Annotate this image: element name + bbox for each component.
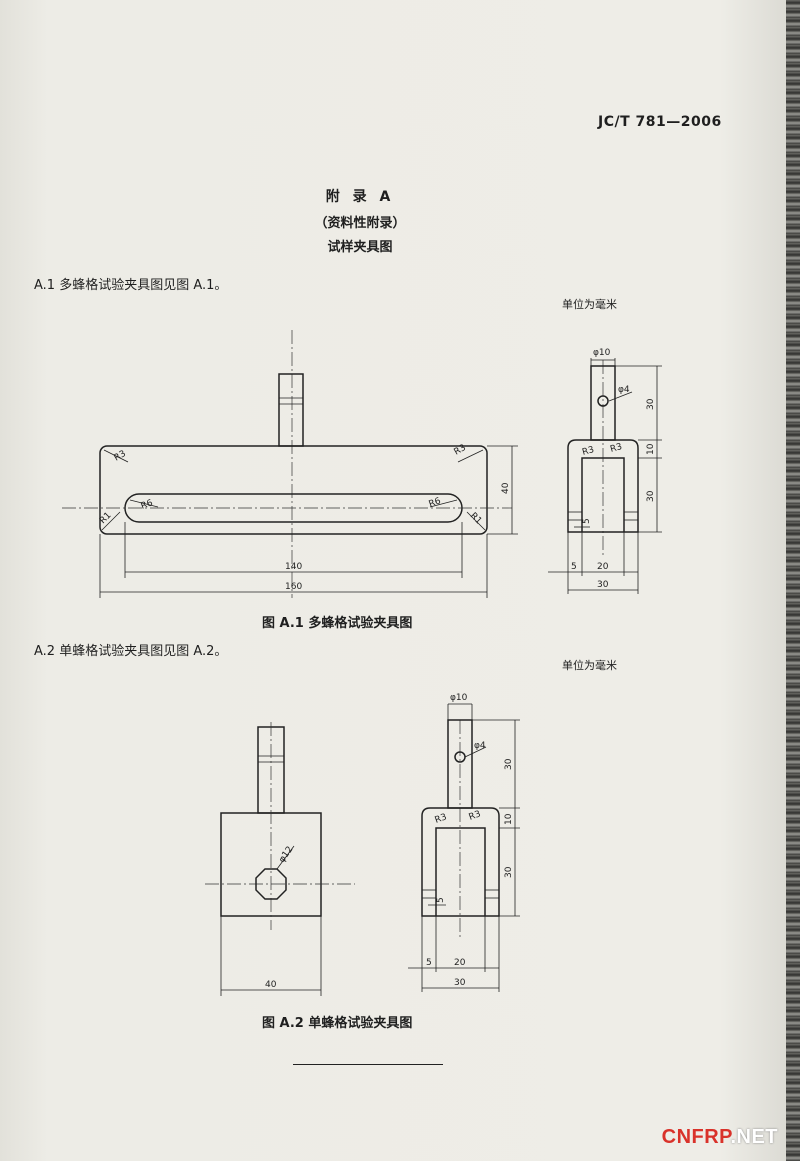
fig-a1-side-r3-right: R3 [609, 442, 623, 455]
fig-a2-side-dim-30-bottom: 30 [504, 866, 514, 878]
fig-a1-side-view: φ10 φ4 R3 R3 30 10 30 5 5 20 30 [548, 348, 662, 594]
fig-a1-dim-40: 40 [501, 482, 511, 494]
unit-note-a2: 单位为毫米 [562, 659, 617, 672]
fig-a1-side-dim-30-top: 30 [646, 398, 656, 410]
fig-a1-side-dim-5: 5 [571, 562, 577, 572]
section-a1-text: A.1 多蜂格试验夹具图见图 A.1。 [34, 278, 228, 293]
appendix-subtitle: （资料性附录） [314, 216, 406, 231]
figure-a2-caption: 图 A.2 单蜂格试验夹具图 [262, 1016, 413, 1031]
fig-a1-front-view: R3 R3 R6 R6 R1 R1 140 160 40 [62, 330, 518, 598]
fig-a1-front-r3-left: R3 [113, 449, 128, 464]
fig-a1-side-dim-5-slot: 5 [582, 518, 592, 524]
appendix-title: 附 录 A [325, 189, 395, 205]
fig-a1-side-dim-10: 10 [646, 443, 656, 455]
fig-a2-side-dim-20: 20 [454, 958, 466, 968]
fig-a2-side-phi4: φ4 [474, 741, 486, 751]
end-rule [293, 1064, 443, 1065]
section-a2-text: A.2 单蜂格试验夹具图见图 A.2。 [34, 644, 228, 659]
fig-a1-side-phi10: φ10 [593, 348, 611, 358]
watermark-logo: CNFRP.NET [662, 1126, 778, 1149]
fig-a2-front-view: φ12 40 [205, 722, 355, 996]
fig-a1-dim-140: 140 [285, 562, 302, 572]
appendix-name: 试样夹具图 [327, 240, 393, 255]
page-binding-edge [786, 0, 800, 1161]
fig-a2-side-dim-30-width: 30 [454, 978, 466, 988]
fig-a1-dim-160: 160 [285, 582, 302, 592]
fig-a1-side-phi4: φ4 [618, 385, 630, 395]
fig-a1-side-dim-20: 20 [597, 562, 609, 572]
fig-a2-side-dim-5-slot: 5 [436, 897, 446, 903]
fig-a1-front-r1-right: R1 [468, 511, 484, 527]
watermark-part2: .NET [730, 1126, 778, 1148]
fig-a2-side-dim-5: 5 [426, 958, 432, 968]
fig-a2-side-dim-10: 10 [504, 813, 514, 825]
fig-a2-side-dim-30-top: 30 [504, 758, 514, 770]
watermark-part1: CNFRP [661, 1126, 731, 1148]
fig-a1-side-dim-30-width: 30 [597, 580, 609, 590]
fig-a1-side-r3-left: R3 [581, 445, 595, 458]
fig-a2-side-r3-left: R3 [434, 812, 449, 825]
standard-number: JC/T 781—2006 [598, 114, 722, 130]
fig-a1-side-dim-30-bottom: 30 [646, 490, 656, 502]
unit-note-a1: 单位为毫米 [562, 298, 617, 311]
fig-a2-side-r3-right: R3 [468, 809, 483, 822]
fig-a1-front-r6-right: R6 [428, 496, 443, 510]
fig-a2-side-view: φ10 φ4 R3 R3 30 10 30 5 5 20 30 [408, 693, 520, 992]
fig-a2-front-dim-40: 40 [265, 980, 277, 990]
fig-a1-front-r3-right: R3 [453, 443, 468, 458]
fig-a2-side-phi10: φ10 [450, 693, 468, 703]
fig-a1-front-r6-left: R6 [140, 498, 155, 512]
figure-a1-caption: 图 A.1 多蜂格试验夹具图 [262, 616, 413, 631]
